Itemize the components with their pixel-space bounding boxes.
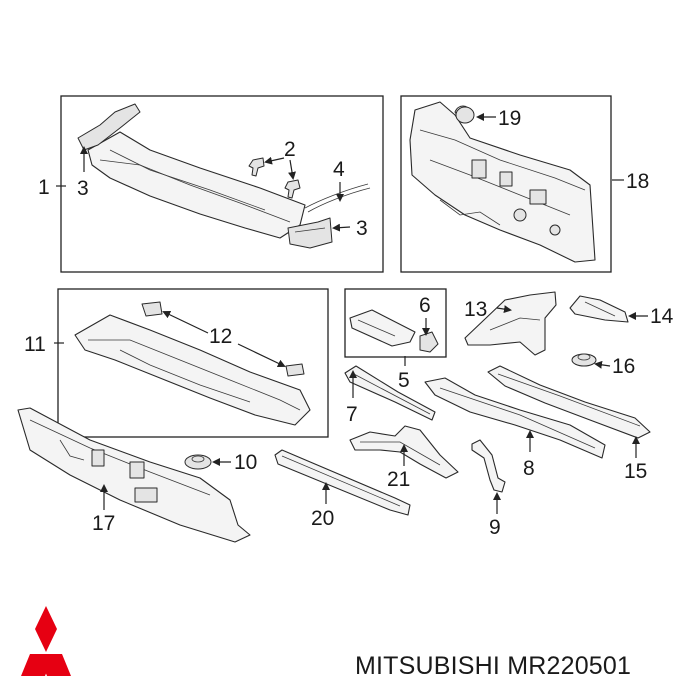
callout-12: 12 <box>209 325 232 348</box>
callout-10: 10 <box>234 451 257 474</box>
mitsubishi-three-diamonds-logo <box>21 606 71 676</box>
group-box-dash-panel <box>400 95 612 273</box>
callout-9: 9 <box>489 516 501 539</box>
callout-19: 19 <box>498 107 521 130</box>
callout-18: 18 <box>626 170 649 193</box>
callout-6: 6 <box>419 294 431 317</box>
cowl-lower-panel-part <box>74 301 311 426</box>
callout-2: 2 <box>284 138 296 161</box>
callout-1: 1 <box>38 176 50 199</box>
cowl-top-panel-part <box>77 103 371 249</box>
callout-5: 5 <box>398 369 410 392</box>
part-number-caption: MITSUBISHI MR220501 <box>355 652 632 680</box>
callout-17: 17 <box>92 512 115 535</box>
callout-21: 21 <box>387 468 410 491</box>
group-box-cowl-top <box>60 95 384 273</box>
bracket-part <box>349 309 439 353</box>
leader-lines <box>54 113 648 514</box>
callout-8: 8 <box>523 457 535 480</box>
callout-11: 11 <box>24 333 46 356</box>
callout-3-upper: 3 <box>77 177 89 200</box>
logo-diamond-right <box>38 654 71 676</box>
logo-diamond-top <box>35 606 57 652</box>
callout-13: 13 <box>464 298 487 321</box>
callout-labels: 1 2 3 3 4 5 6 7 8 9 10 11 12 13 14 15 16… <box>24 107 674 539</box>
callout-20: 20 <box>311 507 334 530</box>
callout-15: 15 <box>624 460 647 483</box>
callout-14: 14 <box>650 305 674 328</box>
group-box-bracket <box>344 288 447 358</box>
group-box-cowl-lower <box>57 288 329 438</box>
callout-16: 16 <box>612 355 635 378</box>
callout-7: 7 <box>346 403 358 426</box>
callout-4: 4 <box>333 158 345 181</box>
callout-3-lower: 3 <box>356 217 368 240</box>
